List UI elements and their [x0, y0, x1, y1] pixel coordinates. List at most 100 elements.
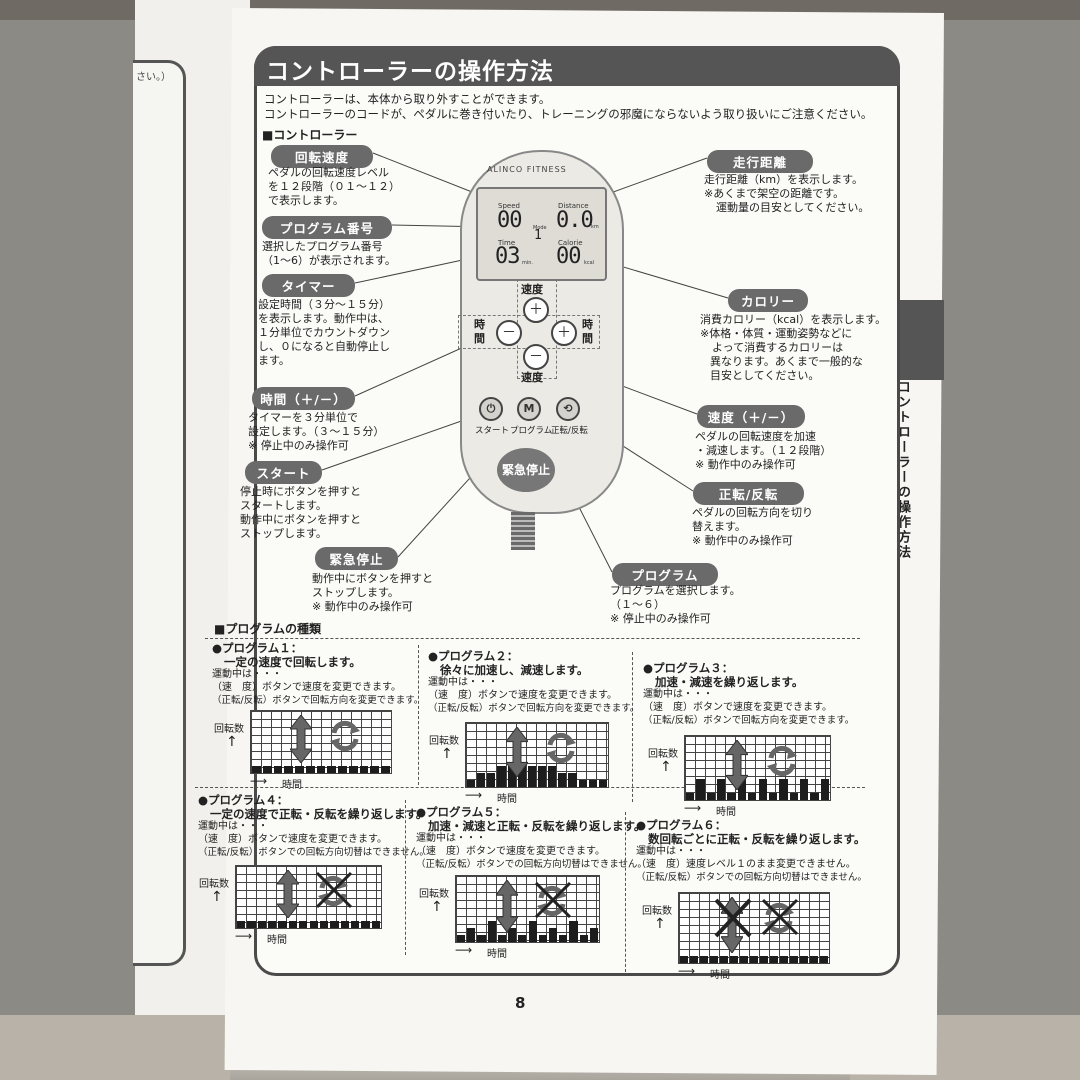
desc-program-1: プログラムを選択します。	[610, 584, 741, 597]
desc-start: 停止時にボタンを押すと スタートします。 動作中にボタンを押すと ストップします…	[240, 485, 361, 541]
speed-bar	[706, 793, 716, 800]
lcd-mode-value: 1	[534, 228, 542, 243]
time-minus-button[interactable]: －	[496, 320, 522, 346]
speed-bar	[370, 766, 380, 773]
desc-calorie-3: よって消費するカロリーは	[712, 341, 844, 354]
axis-y-arrow-icon: ↑	[226, 734, 238, 750]
desc-rpm-3: で表示します。	[268, 194, 344, 207]
speed-bar	[268, 921, 277, 928]
desc-timer: 設定時間（３分～１５分） を表示します。動作中は、 １分単位でカウントダウン し…	[258, 298, 390, 368]
speed-bar	[359, 766, 369, 773]
title-bar	[254, 46, 900, 86]
speed-bar	[748, 793, 757, 800]
desc-timer-4: し、０になると自動停止し	[258, 340, 390, 353]
program-summary: 数回転ごとに正転・反転を繰り返します。	[648, 832, 866, 846]
speed-bar	[457, 935, 466, 942]
reverse-button[interactable]: ⟲	[556, 397, 580, 421]
desc-program-no: 選択したプログラム番号 （1～6）が表示されます。	[262, 240, 396, 268]
speed-bar	[237, 921, 246, 928]
speed-plus-button[interactable]: ＋	[523, 297, 549, 323]
speed-bar	[348, 766, 358, 773]
desc-reverse: ペダルの回転方向を切り 替えます。 ※ 動作中のみ操作可	[692, 506, 813, 548]
emergency-stop-button[interactable]: 緊急停止	[497, 448, 555, 492]
time-plus-button[interactable]: ＋	[551, 320, 577, 346]
speed-bar	[790, 956, 798, 963]
program-line-1: （速 度）ボタンで速度を変更できます。	[198, 834, 387, 845]
disabled-cross-icon	[533, 880, 573, 920]
desc-program-no-2: （1～6）が表示されます。	[262, 254, 396, 267]
program-button-label: プログラム	[510, 426, 553, 436]
desc-start-3: 動作中にボタンを押すと	[240, 513, 361, 526]
program-during: 運動中は・・・	[212, 669, 282, 680]
speed-bar	[257, 921, 267, 928]
start-button[interactable]: ⏻	[479, 397, 503, 421]
lcd-display	[476, 187, 607, 281]
intro-line-2: コントローラーのコードが、ペダルに巻き付いたり、トレーニングの邪魔にならないよう…	[264, 107, 873, 121]
axis-x-label: 時間	[497, 794, 517, 805]
label-reverse: 正転/反転	[693, 482, 804, 505]
previous-page-frame	[133, 60, 186, 966]
program-summary: 一定の速度で回転します。	[224, 655, 361, 669]
program-line-1: （速 度）速度レベル１のまま変更できません。	[636, 859, 856, 870]
speed-bar	[789, 793, 798, 800]
program-line-2: （正転/反転）ボタンで回転方向を変更できます。	[428, 703, 640, 714]
speed-key-label-top: 速度	[521, 283, 543, 296]
desc-timer-3: １分単位でカウントダウン	[258, 326, 390, 339]
desc-calorie-4: 異なります。あくまで一般的な	[710, 355, 863, 368]
rotate-icon: ⟲	[563, 402, 573, 415]
speed-bar	[305, 766, 315, 773]
speed-bar	[779, 779, 788, 800]
desc-time-pm-1: タイマーを３分単位で	[248, 411, 358, 424]
desc-distance-2: ※あくまで架空の距離です。	[704, 187, 845, 200]
speed-bar	[381, 766, 390, 773]
speed-bar	[799, 779, 809, 800]
lcd-distance-label: Distance	[558, 202, 589, 210]
label-rpm: 回転速度	[271, 145, 373, 168]
program-summary: 加速・減速と正転・反転を繰り返します。	[428, 819, 646, 833]
desc-timer-1: 設定時間（３分～１５分）	[258, 298, 390, 311]
desc-calorie: 消費カロリー（kcal）を表示します。 ※体格・体質・運動姿勢などに よって消費…	[700, 313, 886, 383]
desc-emergency-1: 動作中にボタンを押すと	[312, 572, 433, 585]
program-name: ●プログラム５：	[416, 805, 507, 819]
speed-change-arrow-icon	[289, 714, 314, 764]
desc-time-pm-2: 設定します。（３～１５分）	[248, 425, 385, 438]
lcd-time-value: 03	[495, 244, 520, 269]
program-line-2: （正転/反転）ボタンで回転方向を変更できます。	[212, 695, 424, 706]
desc-program-2: （１～６）	[610, 598, 665, 611]
speed-bar	[247, 921, 256, 928]
brand-text: ALINCO FITNESS	[487, 165, 567, 174]
speed-bar	[768, 793, 778, 800]
desc-program-no-1: 選択したプログラム番号	[262, 240, 383, 253]
speed-bar	[770, 956, 778, 963]
speed-bar	[284, 766, 294, 773]
desc-distance-3: 運動量の目安としてください。	[716, 201, 870, 214]
program-button[interactable]: M	[517, 397, 541, 421]
desc-distance: 走行距離（km）を表示します。 ※あくまで架空の距離です。 運動量の目安としてく…	[704, 173, 869, 215]
lcd-calorie-label: Calorie	[558, 239, 583, 247]
axis-x-arrow-icon: ⟶	[235, 929, 253, 943]
desc-calorie-5: 目安としてください。	[710, 369, 820, 382]
speed-bar	[568, 773, 577, 787]
desc-speed-pm: ペダルの回転速度を加速 ・減速します。（１２段階） ※ 動作中のみ操作可	[695, 430, 831, 472]
desc-emergency: 動作中にボタンを押すと ストップします。 ※ 動作中のみ操作可	[312, 572, 433, 614]
label-calorie: カロリー	[728, 289, 808, 312]
speed-change-arrow-icon	[504, 726, 529, 778]
time-key-label-right: 時間	[582, 318, 593, 345]
speed-bar	[327, 766, 337, 773]
axis-x-label: 時間	[710, 970, 730, 981]
speed-minus-button[interactable]: －	[523, 344, 549, 370]
desc-calorie-1: 消費カロリー（kcal）を表示します。	[700, 313, 887, 326]
axis-y-label: 回転数	[419, 889, 449, 900]
desc-rpm: ペダルの回転速度レベル を１２段階（０１～１２） で表示します。	[268, 166, 400, 208]
speed-bar	[690, 956, 698, 963]
program-speed-chart	[678, 892, 830, 964]
speed-bar	[527, 766, 536, 787]
lcd-mode-label: Mode	[533, 225, 547, 231]
speed-bar	[730, 956, 738, 963]
axis-y-label: 回転数	[199, 879, 229, 890]
label-program-no: プログラム番号	[262, 216, 392, 239]
axis-x-label: 時間	[282, 780, 302, 791]
speed-bar	[508, 928, 517, 942]
program-line-2: （正転/反転）ボタンで回転方向を変更できます。	[643, 715, 855, 726]
